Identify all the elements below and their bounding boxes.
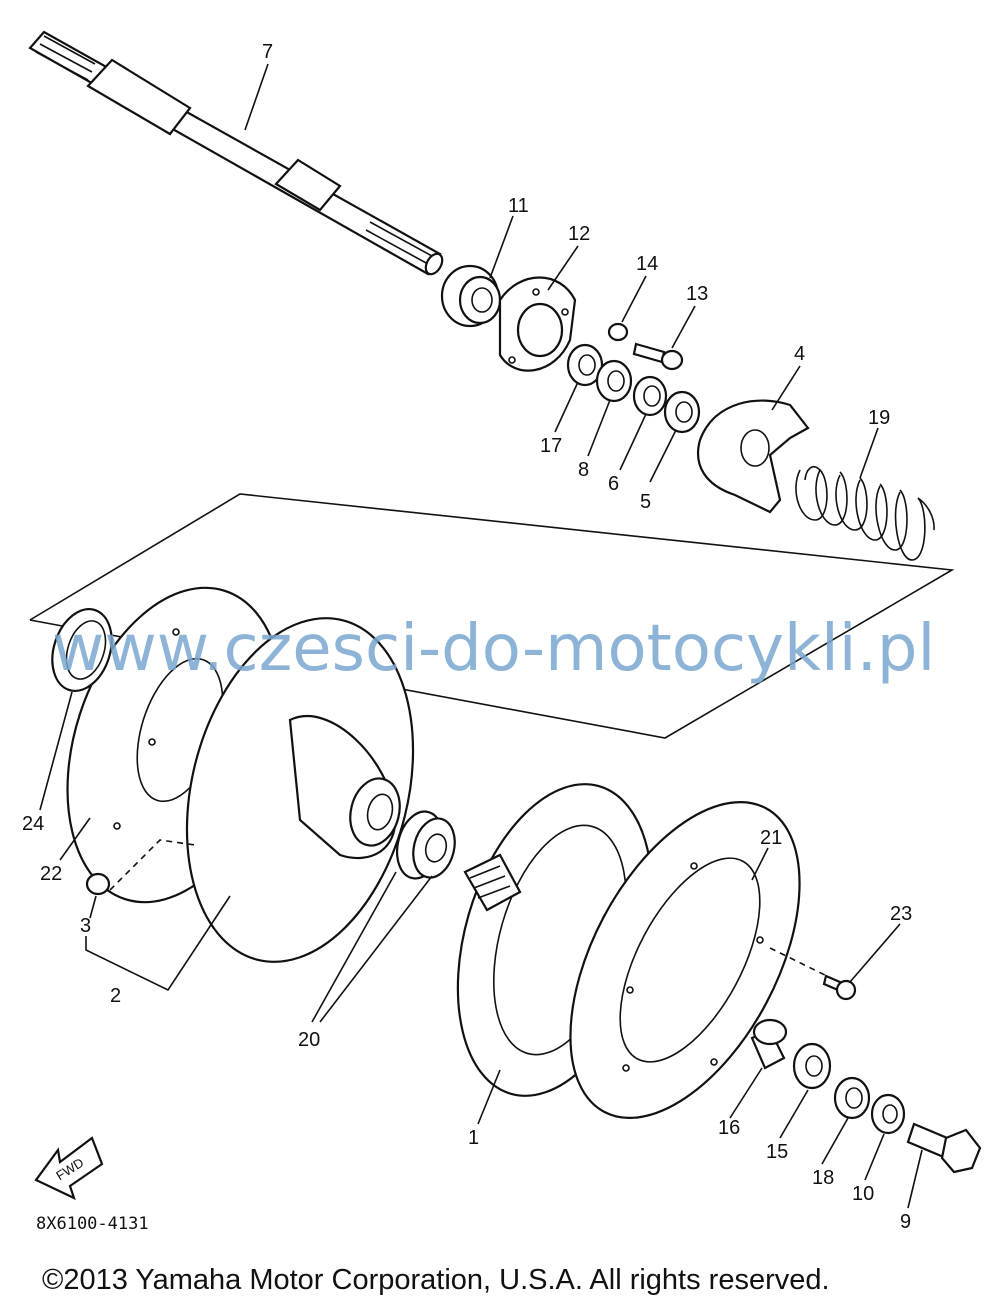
washer-part-17	[566, 343, 604, 387]
part-labels: 7 11 12 14 13 4 19 17 8 6 5 24 22 3 2 20…	[22, 41, 912, 1233]
bearing-part-11	[440, 264, 502, 328]
label-part-18: 18	[812, 1167, 834, 1189]
forward-direction-arrow: FWD	[34, 1136, 104, 1201]
washer-part-6	[632, 375, 668, 417]
screw-part-23	[822, 974, 857, 1001]
label-part-16: 16	[718, 1117, 740, 1139]
bolt-part-13	[632, 342, 684, 371]
sheave-disc-assembly	[185, 617, 415, 963]
label-part-2: 2	[110, 985, 121, 1007]
label-part-7: 7	[262, 41, 273, 63]
diagram-code: 8X6100-4131	[36, 1214, 149, 1234]
washer-part-10	[870, 1093, 906, 1135]
label-part-1: 1	[468, 1127, 479, 1149]
washer-part-8	[595, 359, 633, 403]
watermark-text: www.czesci-do-motocykli.pl	[52, 612, 936, 686]
label-part-21: 21	[760, 827, 782, 849]
cam-part-4	[697, 399, 810, 514]
screw-guide-dashed	[769, 947, 836, 981]
label-part-17: 17	[540, 435, 562, 457]
label-part-9: 9	[900, 1211, 911, 1233]
bolt-part-9	[906, 1122, 982, 1174]
label-part-10: 10	[852, 1183, 874, 1205]
spring-part-19	[795, 465, 935, 561]
nut-part-14	[607, 322, 629, 342]
label-part-3: 3	[80, 915, 91, 937]
label-part-11: 11	[508, 195, 529, 217]
nut-part-3	[85, 872, 111, 896]
label-part-20: 20	[298, 1029, 320, 1051]
label-part-24: 24	[22, 813, 44, 835]
washer-part-15	[792, 1042, 832, 1090]
label-part-5: 5	[640, 491, 651, 513]
label-part-12: 12	[568, 223, 590, 245]
bushing-part-16	[750, 1018, 788, 1070]
label-part-23: 23	[890, 903, 912, 925]
nut-guide-dashed	[109, 839, 196, 891]
seal-part-24	[51, 608, 113, 692]
sheave-plate-part-21	[569, 801, 801, 1119]
washer-part-18	[833, 1076, 871, 1120]
flange-part-12	[498, 276, 577, 372]
collar-part-20	[396, 810, 456, 880]
label-part-14: 14	[636, 253, 658, 275]
label-part-6: 6	[608, 473, 619, 495]
assembly-outline	[29, 493, 955, 739]
shaft-part-7	[28, 30, 444, 276]
label-part-15: 15	[766, 1141, 788, 1163]
label-part-13: 13	[686, 283, 708, 305]
label-part-4: 4	[794, 343, 805, 365]
label-part-22: 22	[40, 863, 62, 885]
label-part-19: 19	[868, 407, 890, 429]
label-part-8: 8	[578, 459, 589, 481]
copyright-notice: ©2013 Yamaha Motor Corporation, U.S.A. A…	[42, 1264, 830, 1296]
washer-part-5	[663, 390, 701, 434]
leader-lines	[39, 63, 923, 1209]
